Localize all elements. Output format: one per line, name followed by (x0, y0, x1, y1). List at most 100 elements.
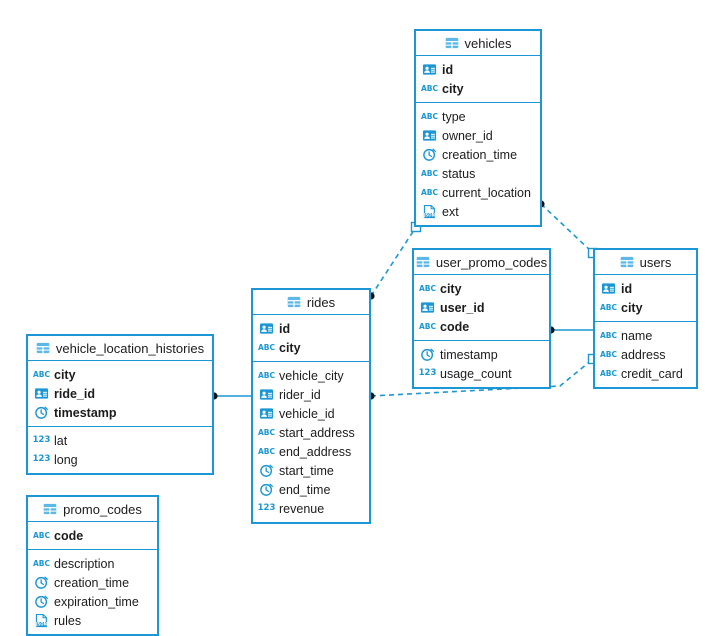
column-label: status (442, 166, 476, 181)
column-label: end_address (279, 444, 352, 459)
table-header-user_promo_codes[interactable]: user_promo_codes (414, 250, 549, 275)
primary-key-row-ride_id[interactable]: ride_id (28, 384, 212, 403)
column-label: lat (54, 433, 68, 448)
column-row-creation_time[interactable]: creation_time (28, 573, 157, 592)
abc-icon: ABC (420, 83, 439, 93)
column-row-timestamp[interactable]: timestamp (414, 345, 549, 364)
123-icon: 123 (32, 454, 51, 465)
abc-icon: ABC (420, 187, 439, 197)
table-header-vehicles[interactable]: vehicles (416, 31, 540, 56)
column-label: city (621, 300, 643, 315)
column-row-rider_id[interactable]: rider_id (253, 385, 369, 404)
relationship-vehicle-location-histories-to-rides[interactable] (210, 392, 251, 400)
column-label: city (440, 281, 462, 296)
id-card-icon (259, 321, 274, 336)
column-label: credit_card (621, 366, 683, 381)
column-label: code (440, 319, 470, 334)
relationship-user-promo-codes-to-users[interactable] (547, 326, 593, 334)
abc-icon: ABC (257, 446, 276, 456)
column-label: end_time (279, 482, 331, 497)
table-header-vehicle_location_histories[interactable]: vehicle_location_histories (28, 336, 212, 361)
table-grid-icon (416, 255, 430, 269)
abc-icon: ABC (599, 302, 618, 312)
column-label: type (442, 109, 466, 124)
table-header-promo_codes[interactable]: promo_codes (28, 497, 157, 522)
column-row-creation_time[interactable]: creation_time (416, 145, 540, 164)
primary-key-row-timestamp[interactable]: timestamp (28, 403, 212, 422)
column-row-end_time[interactable]: end_time (253, 480, 369, 499)
column-label: name (621, 328, 653, 343)
column-label: city (54, 367, 76, 382)
clock-icon (422, 147, 437, 162)
primary-key-row-id[interactable]: id (416, 60, 540, 79)
id-card-icon (422, 62, 437, 77)
primary-key-row-id[interactable]: id (595, 279, 696, 298)
id-card-icon (259, 406, 274, 421)
column-label: long (54, 452, 78, 467)
column-row-vehicle_id[interactable]: vehicle_id (253, 404, 369, 423)
table-title: vehicles (464, 35, 512, 51)
column-label: city (279, 340, 301, 355)
abc-icon: ABC (418, 283, 437, 293)
column-label: ride_id (54, 386, 95, 401)
id-card-icon (422, 128, 437, 143)
id-card-icon (34, 386, 49, 401)
json-file-icon: JSON (34, 613, 49, 628)
table-header-rides[interactable]: rides (253, 290, 369, 315)
table-header-users[interactable]: users (595, 250, 696, 275)
table-grid-icon (36, 341, 50, 355)
column-row-owner_id[interactable]: owner_id (416, 126, 540, 145)
column-label: ext (442, 204, 459, 219)
table-grid-icon (620, 255, 634, 269)
table-grid-icon (43, 502, 57, 516)
table-title: rides (306, 294, 336, 310)
clock-icon (34, 575, 49, 590)
primary-key-row-user_id[interactable]: user_id (414, 298, 549, 317)
column-label: city (442, 81, 464, 96)
primary-key-row-id[interactable]: id (253, 319, 369, 338)
abc-icon: ABC (420, 111, 439, 121)
column-row-expiration_time[interactable]: expiration_time (28, 592, 157, 611)
clock-icon (34, 405, 49, 420)
column-label: creation_time (54, 575, 130, 590)
column-row-start_time[interactable]: start_time (253, 461, 369, 480)
column-label: vehicle_city (279, 368, 344, 383)
column-label: code (54, 528, 84, 543)
column-label: id (279, 321, 291, 336)
